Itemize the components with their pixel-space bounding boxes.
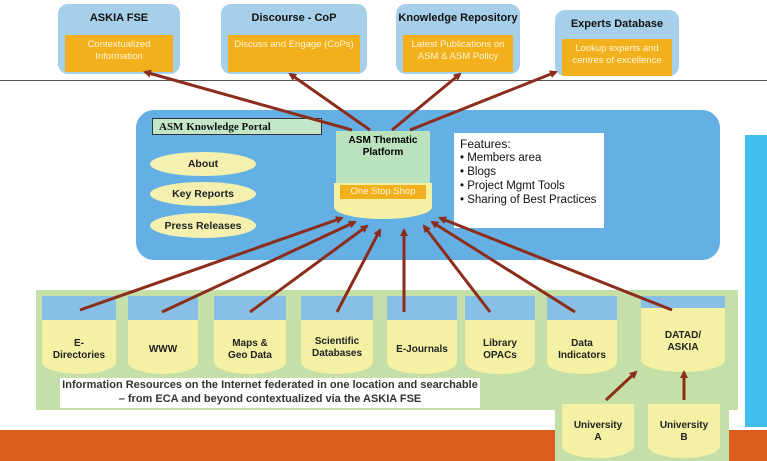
bottom-bar — [0, 430, 555, 461]
accent-panel — [745, 135, 767, 427]
arrow-from-scientific — [335, 228, 382, 313]
about-button[interactable]: About — [150, 152, 256, 176]
arrow-from-maps — [249, 224, 369, 314]
arrow-to-experts — [409, 70, 558, 132]
arrow-from-datad — [438, 216, 673, 312]
datad-askia-cylinder[interactable]: DATAD/ ASKIA — [641, 308, 725, 372]
e-journals-cylinder[interactable]: E-Journals — [387, 320, 457, 374]
features-heading: Features: — [460, 137, 511, 151]
datad-askia-label: DATAD/ ASKIA — [664, 330, 702, 353]
data-indicators-cylinder[interactable]: Data Indicators — [547, 320, 617, 374]
arrow-to-repository — [391, 72, 462, 132]
bottom-bar-right — [729, 430, 767, 461]
university-b-label: University B — [659, 420, 709, 443]
discourse-cop-title: Discourse - CoP — [251, 12, 337, 24]
experts-database-box: Experts Database Lookup experts and cent… — [555, 10, 679, 76]
arrow-to-discourse — [288, 72, 371, 132]
scientific-databases-label: Scientific Databases — [311, 336, 363, 359]
key-reports-button[interactable]: Key Reports — [150, 182, 256, 206]
university-a-label: University A — [573, 420, 623, 443]
e-directories-label: E-Directories — [52, 338, 106, 361]
resources-caption: Information Resources on the Internet fe… — [60, 378, 480, 408]
arrow-to-askia-fse — [143, 69, 353, 132]
knowledge-repository-title: Knowledge Repository — [398, 12, 518, 24]
arrow-from-data-indicators — [430, 220, 576, 314]
university-b-cylinder[interactable]: University B — [648, 404, 720, 458]
thematic-platform-title: ASM Thematic Platform — [348, 135, 418, 158]
e-directories-cylinder[interactable]: E-Directories — [42, 320, 116, 374]
press-releases-button[interactable]: Press Releases — [150, 213, 256, 238]
feature-item: • Members area — [460, 152, 542, 164]
experts-database-title: Experts Database — [570, 18, 664, 30]
portal-title: ASM Knowledge Portal — [152, 118, 322, 135]
arrow-from-e-directories — [79, 216, 344, 312]
discourse-cop-subtitle: Discuss and Engage (CoPs) — [228, 35, 360, 72]
arrow-from-library — [422, 224, 492, 313]
knowledge-repository-subtitle: Latest Publications on ASM & ASM Policy — [403, 35, 513, 72]
feature-item: • Blogs — [460, 166, 496, 178]
library-opacs-cylinder[interactable]: Library OPACs — [465, 320, 535, 374]
arrow-from-www — [161, 220, 357, 314]
university-a-cylinder[interactable]: University A — [562, 404, 634, 458]
www-label: WWW — [148, 344, 178, 355]
data-indicators-label: Data Indicators — [558, 338, 606, 361]
askia-fse-subtitle: Contextualized Information — [65, 35, 173, 72]
askia-fse-title: ASKIA FSE — [89, 12, 149, 24]
maps-geo-data-cylinder[interactable]: Maps & Geo Data — [214, 320, 286, 374]
feature-item: • Sharing of Best Practices — [460, 194, 597, 206]
maps-geo-data-label: Maps & Geo Data — [228, 338, 272, 361]
library-opacs-label: Library OPACs — [483, 338, 517, 361]
one-stop-shop-label: One Stop Shop — [340, 185, 426, 199]
e-journals-label: E-Journals — [396, 344, 448, 355]
feature-item: • Project Mgmt Tools — [460, 180, 565, 192]
divider-line — [0, 80, 767, 81]
www-cylinder[interactable]: WWW — [128, 320, 198, 374]
thematic-platform[interactable]: ASM Thematic Platform — [336, 131, 430, 185]
scientific-databases-cylinder[interactable]: Scientific Databases — [301, 320, 373, 374]
askia-fse-box: ASKIA FSE Contextualized Information — [58, 4, 180, 74]
discourse-cop-box: Discourse - CoP Discuss and Engage (CoPs… — [221, 4, 367, 74]
features-box: Features: • Members area • Blogs • Proje… — [454, 133, 604, 228]
experts-database-subtitle: Lookup experts and centres of excellence — [562, 39, 672, 76]
knowledge-repository-box: Knowledge Repository Latest Publications… — [396, 4, 520, 74]
arrow-from-university-a — [604, 370, 638, 402]
